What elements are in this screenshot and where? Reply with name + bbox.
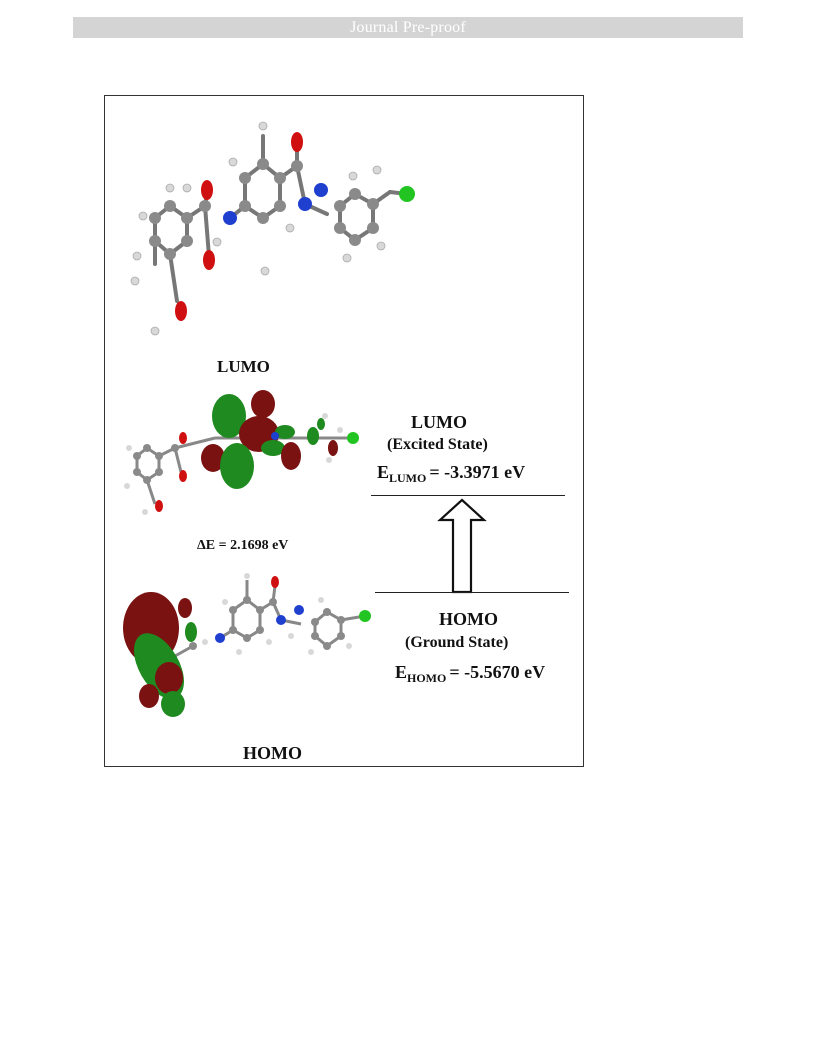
lumo-energy-symbol: E xyxy=(377,462,390,482)
homo-level-title: HOMO xyxy=(439,609,498,629)
lumo-molecule-label: LUMO xyxy=(217,357,270,376)
homo-lumo-figure: LUMO xyxy=(104,95,584,767)
lumo-energy-value: = -3.3971 eV xyxy=(429,462,526,482)
homo-orbital-structure xyxy=(123,573,371,717)
lumo-level-state: (Excited State) xyxy=(387,436,488,453)
lumo-energy: ELUMO= -3.3971 eV xyxy=(377,462,526,485)
lumo-energy-subscript: LUMO xyxy=(389,471,427,485)
homo-energy-value: = -5.5670 eV xyxy=(449,662,546,682)
lumo-level-line xyxy=(371,495,565,496)
excitation-arrow xyxy=(437,498,487,594)
homo-energy-symbol: E xyxy=(395,662,408,682)
homo-molecule-label: HOMO xyxy=(243,743,302,763)
molecule-structure-top xyxy=(130,121,415,336)
atoms-top xyxy=(130,121,415,336)
energy-gap-label: ΔE = 2.1698 eV xyxy=(197,538,289,553)
homo-energy-subscript: HOMO xyxy=(407,671,447,685)
journal-preproof-banner: Journal Pre-proof xyxy=(73,17,743,38)
homo-level-line xyxy=(375,592,569,593)
lumo-orbital-structure xyxy=(124,390,359,515)
lumo-level-title: LUMO xyxy=(411,412,467,432)
homo-energy: EHOMO= -5.5670 eV xyxy=(395,662,546,685)
homo-level-state: (Ground State) xyxy=(405,634,509,651)
